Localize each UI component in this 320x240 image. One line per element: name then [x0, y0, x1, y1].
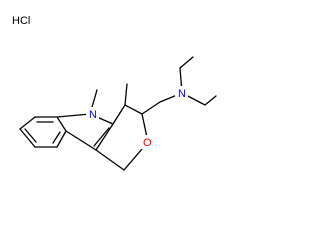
label-background — [86, 107, 99, 121]
c-methyl-bond — [124, 83, 128, 106]
n-ethyl-bond — [204, 95, 217, 106]
benzene-ring — [19, 116, 67, 148]
label-background — [141, 135, 154, 149]
ring-oxygen-label: O — [143, 137, 152, 149]
ring-nitrogen-label: N — [89, 109, 97, 121]
amine-nitrogen-label: N — [178, 88, 186, 100]
molecule-diagram: HCl N N O — [12, 15, 217, 171]
bond — [65, 130, 97, 151]
bond — [124, 104, 143, 115]
label-background — [175, 86, 188, 100]
bond — [56, 116, 67, 132]
double-bond-inner — [93, 127, 110, 147]
bond — [19, 116, 36, 130]
substituent-bonds — [89, 56, 217, 115]
bond — [19, 128, 36, 148]
bond — [95, 123, 114, 151]
double-bond-inner — [24, 128, 37, 143]
bond — [56, 113, 91, 118]
double-bond-inner — [52, 131, 61, 144]
ethyl-chain-bond — [141, 101, 161, 115]
bond — [112, 104, 126, 125]
bond — [95, 149, 125, 171]
n-ethyl-bond — [179, 56, 194, 69]
bond — [56, 130, 67, 148]
hcl-label: HCl — [12, 15, 30, 27]
